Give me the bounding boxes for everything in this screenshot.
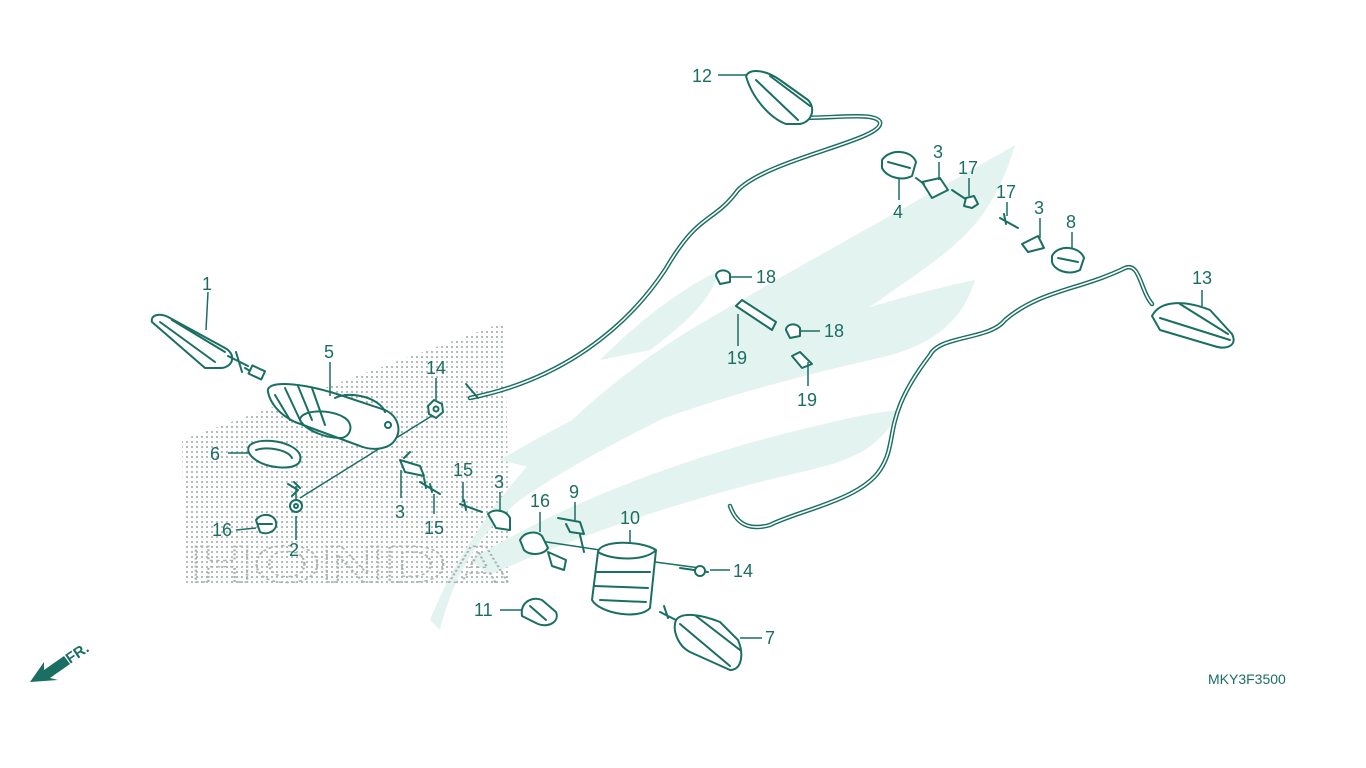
part-3a-collar[interactable] [399,451,425,477]
part-13-right-rear-lamp[interactable] [1151,302,1235,349]
callout-14b: 14 [733,561,753,581]
callout-11: 11 [474,600,493,620]
part-6-grommet[interactable] [247,439,302,469]
right-front-wire [727,265,1155,530]
part-10-right-bracket-housing[interactable] [591,541,657,616]
part-12-left-rear-lamp[interactable] [745,70,814,125]
part-14a-nut[interactable] [427,399,444,419]
callout-17a: 17 [958,158,978,178]
part-19a-wire-stay[interactable] [735,299,777,331]
callout-leaders [205,74,1203,639]
callout-14a: 14 [426,358,446,378]
callout-17b: 17 [996,182,1016,202]
callout-16a: 16 [212,520,232,540]
part-8-mount-block[interactable] [1051,247,1085,274]
part-9-bracket-clip[interactable] [557,517,585,553]
part-18b-clamp[interactable] [785,323,801,339]
callout-9: 9 [569,482,579,502]
diagram-code: MKY3F3500 [1208,671,1286,687]
callout-1: 1 [202,274,212,294]
wing-feather-4 [600,270,720,360]
wing-feather-2 [500,280,975,470]
part-4-mount-block[interactable] [881,151,917,180]
part-16b-socket[interactable] [519,531,567,571]
callout-8: 8 [1066,212,1076,232]
callout-16b: 16 [530,491,550,511]
part-15b-screw[interactable] [459,499,483,513]
part-5-left-bracket-housing[interactable] [266,383,400,450]
callout-13: 13 [1192,268,1212,288]
wing-logo [430,145,1015,630]
part-2-clip[interactable] [287,481,303,513]
part-7-right-turn-signal[interactable] [659,605,743,671]
callout-15b: 15 [453,460,473,480]
callout-6: 6 [210,444,220,464]
callout-3b: 3 [494,472,504,492]
callout-3d: 3 [1034,198,1044,218]
part-3b-collar[interactable] [487,509,511,531]
callout-2: 2 [289,540,299,560]
callout-18b: 18 [824,321,844,341]
part-18a-clamp[interactable] [715,269,731,285]
part-11-bracket[interactable] [520,597,558,627]
callout-3c: 3 [933,142,943,162]
left-front-wire [465,114,883,401]
callout-15a: 15 [424,518,444,538]
callouts: 1 5 6 2 16 14 3 15 15 3 16 9 10 14 11 7 … [202,66,1212,648]
part-17b-bolt[interactable] [999,213,1019,229]
watermark-word: HONDA [190,536,510,594]
callout-12: 12 [692,66,712,86]
callout-10: 10 [620,508,640,528]
callout-4: 4 [893,202,903,222]
part-14b-screw[interactable] [679,565,709,577]
callout-19b: 19 [797,390,817,410]
part-3c-collar[interactable] [915,177,949,199]
part-15a-screw[interactable] [419,477,441,495]
callout-18a: 18 [756,267,776,287]
part-1-left-turn-signal[interactable] [150,313,267,381]
callout-5: 5 [324,342,334,362]
part-3d-collar[interactable] [1021,235,1045,253]
callout-3a: 3 [395,502,405,522]
callout-19a: 19 [727,348,747,368]
front-arrow-icon [30,656,70,682]
callout-7: 7 [765,628,775,648]
part-19b-wire-stay[interactable] [791,351,813,369]
front-direction-indicator: FR. [30,640,92,682]
part-16a-socket[interactable] [255,514,278,535]
part-17a-bolt[interactable] [951,189,979,209]
